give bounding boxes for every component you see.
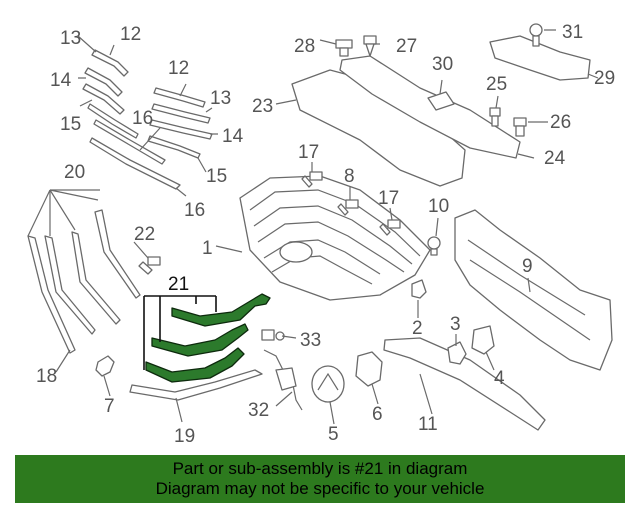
callout-31: 31 bbox=[562, 22, 583, 43]
highlighted-part-21 bbox=[145, 293, 271, 383]
part-21-bracket-upper bbox=[171, 293, 271, 327]
side-garnish-strips bbox=[27, 209, 141, 354]
callout-17-a: 17 bbox=[298, 142, 319, 163]
callout-14-a: 14 bbox=[50, 70, 72, 91]
grille-moulding-strips-left bbox=[82, 49, 181, 190]
callout-5: 5 bbox=[328, 424, 339, 445]
part-21-bracket-lower bbox=[145, 347, 245, 383]
bracket-part-4 bbox=[471, 325, 495, 355]
part-21-bracket-middle bbox=[151, 323, 249, 357]
bolt-part-17-upper bbox=[301, 171, 323, 188]
front-grille bbox=[239, 175, 431, 301]
callout-6: 6 bbox=[372, 404, 383, 425]
callout-19: 19 bbox=[174, 426, 195, 447]
bolt-part-8 bbox=[337, 199, 359, 216]
callout-1: 1 bbox=[202, 238, 213, 259]
callout-16-a: 16 bbox=[132, 108, 153, 129]
clip-part-10 bbox=[427, 236, 441, 256]
callout-21: 21 bbox=[168, 274, 189, 295]
callout-13-b: 13 bbox=[210, 88, 231, 109]
callout-23: 23 bbox=[252, 96, 273, 117]
emblem-part-5 bbox=[311, 365, 345, 403]
callout-12-b: 12 bbox=[168, 58, 189, 79]
callout-26: 26 bbox=[550, 112, 571, 133]
clip-part-2 bbox=[411, 279, 427, 299]
emblem-bracket-part-6 bbox=[355, 351, 383, 387]
fastener-part-25 bbox=[489, 107, 501, 127]
callout-28: 28 bbox=[294, 36, 315, 57]
callout-13-a: 13 bbox=[60, 28, 81, 49]
shutter-assembly bbox=[454, 209, 613, 371]
parts-diagram: 12 13 14 15 16 12 13 14 15 16 20 22 1 21… bbox=[27, 22, 615, 447]
callout-4: 4 bbox=[494, 368, 505, 389]
callout-20: 20 bbox=[64, 162, 85, 183]
radiator-support-cover bbox=[339, 55, 521, 159]
grille-moulding-strips-middle bbox=[147, 87, 213, 159]
harness-part-32 bbox=[263, 349, 303, 411]
callout-9: 9 bbox=[522, 256, 533, 277]
callout-30: 30 bbox=[432, 54, 453, 75]
footer-banner: Part or sub-assembly is #21 in diagram D… bbox=[15, 455, 625, 503]
callout-27: 27 bbox=[396, 36, 417, 57]
bracket-part-3 bbox=[447, 341, 467, 365]
clip-part-7 bbox=[95, 355, 115, 377]
callout-2: 2 bbox=[412, 318, 423, 339]
callout-14-b: 14 bbox=[222, 126, 244, 147]
bolt-part-22 bbox=[138, 256, 161, 275]
footer-line-1: Part or sub-assembly is #21 in diagram bbox=[172, 459, 468, 478]
callout-15-a: 15 bbox=[60, 114, 81, 135]
callout-numbers: 12 13 14 15 16 12 13 14 15 16 20 22 1 21… bbox=[36, 22, 615, 447]
callout-32: 32 bbox=[248, 400, 269, 421]
fastener-part-28 bbox=[335, 39, 353, 57]
footer-line-2: Diagram may not be specific to your vehi… bbox=[155, 479, 485, 498]
lower-moulding-strip bbox=[129, 369, 263, 401]
sensor-part-33 bbox=[261, 329, 285, 341]
callout-12-a: 12 bbox=[120, 24, 141, 45]
callout-8: 8 bbox=[344, 166, 355, 187]
bolt-part-17-lower bbox=[379, 219, 401, 236]
callout-10: 10 bbox=[428, 196, 449, 217]
callout-18: 18 bbox=[36, 366, 57, 387]
callout-22: 22 bbox=[134, 224, 155, 245]
fastener-part-27 bbox=[363, 35, 377, 57]
callout-7: 7 bbox=[104, 396, 115, 417]
callout-24: 24 bbox=[544, 148, 566, 169]
callout-33: 33 bbox=[300, 330, 321, 351]
bolt-part-26 bbox=[513, 117, 527, 137]
callout-25: 25 bbox=[486, 74, 507, 95]
callout-17-b: 17 bbox=[378, 188, 399, 209]
callout-29: 29 bbox=[594, 68, 615, 89]
callout-11: 11 bbox=[418, 414, 438, 435]
callout-16-b: 16 bbox=[184, 200, 205, 221]
fastener-part-31 bbox=[529, 23, 543, 47]
callout-15-b: 15 bbox=[206, 166, 227, 187]
callout-3: 3 bbox=[450, 314, 461, 335]
leader-lines bbox=[27, 29, 599, 425]
